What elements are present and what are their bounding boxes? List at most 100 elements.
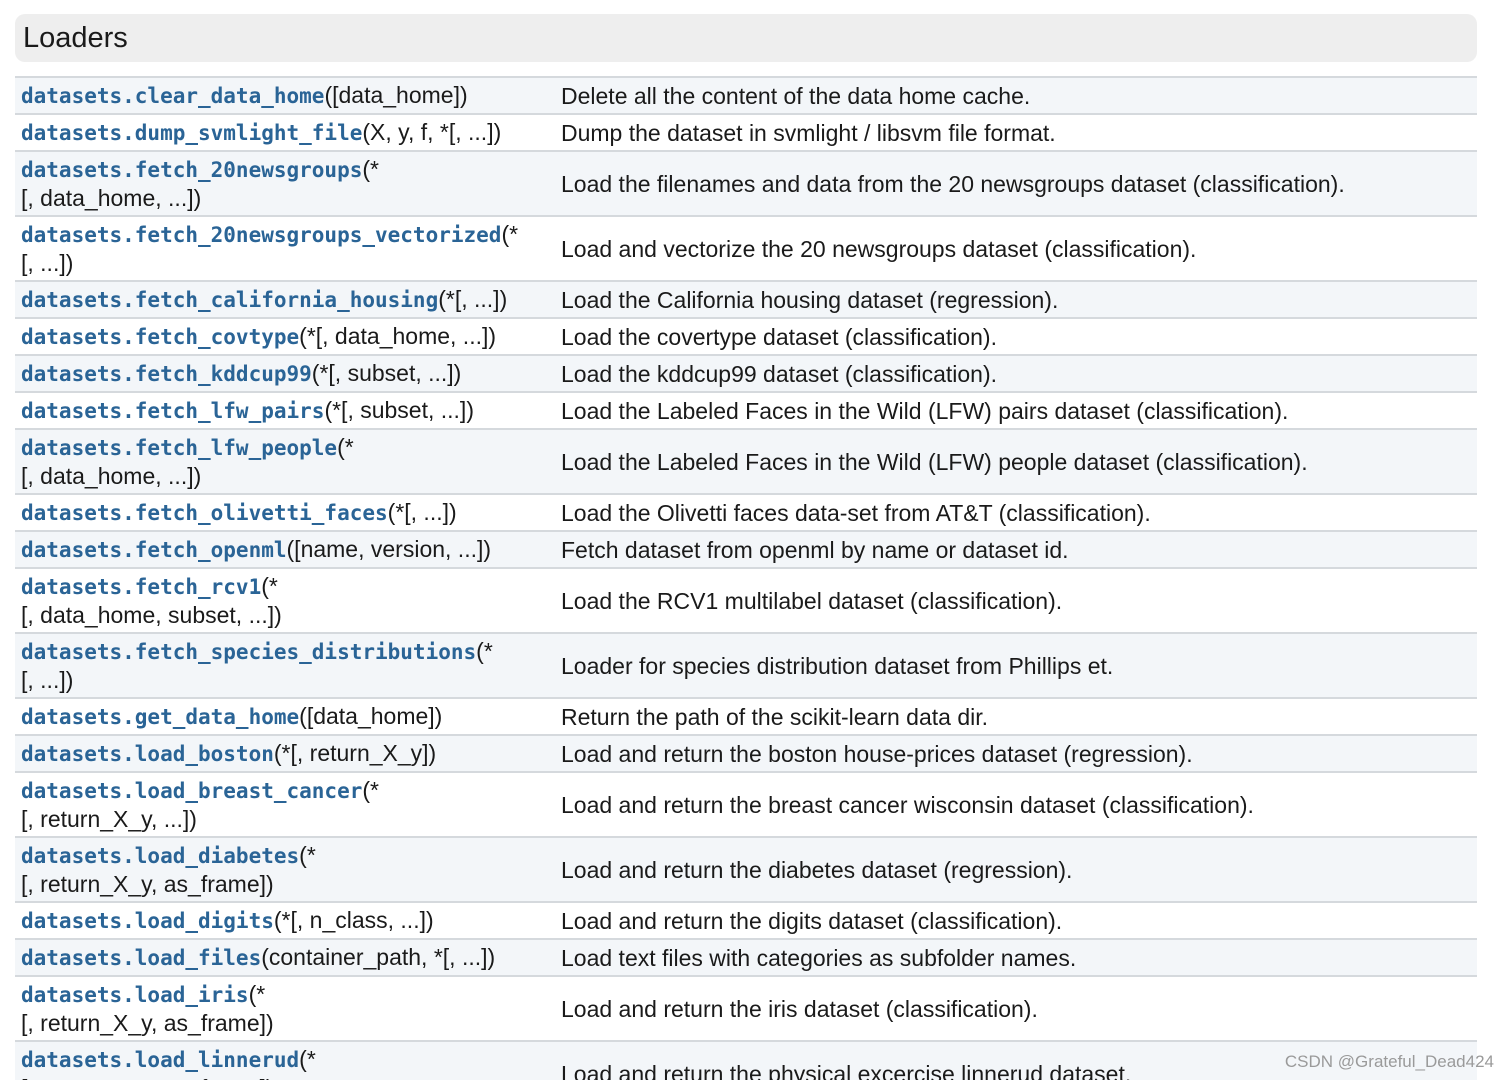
function-signature: datasets.get_data_home([data_home]): [15, 698, 553, 735]
function-link[interactable]: datasets.load_iris: [21, 983, 249, 1007]
function-args: (X, y, f, *[, ...]): [362, 119, 502, 145]
function-signature: datasets.fetch_20newsgroups(* [, data_hom…: [15, 151, 553, 216]
function-link[interactable]: datasets.fetch_20newsgroups: [21, 158, 363, 182]
function-signature: datasets.fetch_olivetti_faces(*[, ...]): [15, 494, 553, 531]
function-signature: datasets.fetch_openml([name, version, ..…: [15, 531, 553, 568]
function-link[interactable]: datasets.fetch_california_housing: [21, 288, 439, 312]
function-signature: datasets.fetch_lfw_pairs(*[, subset, ...…: [15, 392, 553, 429]
table-row: datasets.load_iris(*[, return_X_y, as_fr…: [15, 976, 1477, 1041]
function-link[interactable]: datasets.fetch_lfw_pairs: [21, 399, 325, 423]
function-description: Load the RCV1 multilabel dataset (classi…: [561, 587, 1063, 614]
function-link[interactable]: datasets.load_files: [21, 946, 262, 970]
function-description: Load and return the iris dataset (classi…: [561, 995, 1038, 1022]
function-link[interactable]: datasets.clear_data_home: [21, 84, 325, 108]
table-row: datasets.load_linnerud(* [, return_X_y, a…: [15, 1041, 1477, 1080]
function-link[interactable]: datasets.dump_svmlight_file: [21, 121, 363, 145]
function-description: Load the kddcup99 dataset (classificatio…: [561, 360, 997, 387]
function-args-continued: [, data_home, ...]): [21, 185, 202, 211]
table-row: datasets.fetch_20newsgroups_vectorized(*…: [15, 216, 1477, 281]
function-link[interactable]: datasets.load_digits: [21, 909, 274, 933]
function-link[interactable]: datasets.load_diabetes: [21, 844, 300, 868]
function-signature: datasets.fetch_california_housing(*[, ..…: [15, 281, 553, 318]
function-args: (*: [248, 981, 266, 1007]
function-args: (*: [362, 777, 379, 803]
function-args-continued: [, return_X_y, ...]): [21, 806, 197, 832]
table-row: datasets.fetch_california_housing(*[, ..…: [15, 281, 1477, 318]
function-link[interactable]: datasets.load_boston: [21, 742, 274, 766]
function-args-continued: [, ...]): [21, 667, 74, 693]
watermark: CSDN @Grateful_Dead424: [1284, 1052, 1494, 1071]
function-description: Load and return the physical excercise l…: [561, 1060, 1132, 1080]
function-link[interactable]: datasets.load_breast_cancer: [21, 779, 363, 803]
function-args: (*: [299, 1046, 316, 1072]
function-description: Loader for species distribution dataset …: [561, 652, 1114, 679]
function-signature: datasets.clear_data_home([data_home]): [15, 77, 553, 114]
loaders-table: datasets.clear_data_home([data_home])Del…: [15, 76, 1477, 1080]
table-row: datasets.fetch_rcv1(*[, data_home, subse…: [15, 568, 1477, 633]
table-row: datasets.fetch_species_distributions(* [,…: [15, 633, 1477, 698]
function-link[interactable]: datasets.get_data_home: [21, 705, 300, 729]
table-row: datasets.dump_svmlight_file(X, y, f, *[,…: [15, 114, 1477, 151]
function-link[interactable]: datasets.load_linnerud: [21, 1048, 300, 1072]
function-args-continued: [, return_X_y, as_frame]): [21, 871, 274, 897]
function-args: (*[, ...]): [387, 499, 457, 525]
function-args: ([data_home]): [324, 82, 468, 108]
table-row: datasets.fetch_lfw_pairs(*[, subset, ...…: [15, 392, 1477, 429]
function-signature: datasets.load_breast_cancer(* [, return_X…: [15, 772, 553, 837]
function-link[interactable]: datasets.fetch_olivetti_faces: [21, 501, 388, 525]
function-args-continued: [, data_home, subset, ...]): [21, 602, 282, 628]
function-description: Load and return the boston house-prices …: [561, 740, 1193, 767]
function-args: (*[, ...]): [438, 286, 508, 312]
function-args: ([data_home]): [299, 703, 443, 729]
function-signature: datasets.load_diabetes(*[, return_X_y, a…: [15, 837, 553, 902]
table-row: datasets.load_digits(*[, n_class, ...])L…: [15, 902, 1477, 939]
function-signature: datasets.load_iris(*[, return_X_y, as_fr…: [15, 976, 553, 1041]
function-args: (*[, return_X_y]): [273, 740, 437, 766]
function-args: (*: [362, 156, 379, 182]
function-signature: datasets.fetch_species_distributions(* [,…: [15, 633, 553, 698]
function-signature: datasets.fetch_kddcup99(*[, subset, ...]…: [15, 355, 553, 392]
function-signature: datasets.fetch_lfw_people(*[, data_home,…: [15, 429, 553, 494]
function-link[interactable]: datasets.fetch_species_distributions: [21, 640, 477, 664]
function-description: Load the filenames and data from the 20 …: [561, 170, 1345, 197]
function-args: (*[, subset, ...]): [311, 360, 462, 386]
function-description: Load the Labeled Faces in the Wild (LFW)…: [561, 448, 1308, 475]
function-description: Delete all the content of the data home …: [561, 82, 1031, 109]
table-row: datasets.fetch_kddcup99(*[, subset, ...]…: [15, 355, 1477, 392]
function-description: Return the path of the scikit-learn data…: [561, 703, 989, 730]
table-row: datasets.fetch_20newsgroups(* [, data_hom…: [15, 151, 1477, 216]
table-row: datasets.load_breast_cancer(* [, return_X…: [15, 772, 1477, 837]
function-signature: datasets.fetch_20newsgroups_vectorized(*…: [15, 216, 553, 281]
table-row: datasets.get_data_home([data_home]) Retur…: [15, 698, 1477, 735]
function-link[interactable]: datasets.fetch_lfw_people: [21, 436, 338, 460]
table-row: datasets.clear_data_home([data_home]) Del…: [15, 77, 1477, 114]
function-signature: datasets.dump_svmlight_file(X, y, f, *[,…: [15, 114, 553, 151]
loaders-table-body: datasets.clear_data_home([data_home])Del…: [15, 77, 1477, 1080]
function-signature: datasets.fetch_rcv1(*[, data_home, subse…: [15, 568, 553, 633]
function-args-continued: [, data_home, ...]): [21, 463, 202, 489]
function-description: Load the covertype dataset (classificati…: [561, 323, 997, 350]
function-description: Load text files with categories as subfo…: [561, 944, 1077, 971]
table-row: datasets.load_boston(*[, return_X_y]) Loa…: [15, 735, 1477, 772]
function-args: (*: [501, 221, 519, 247]
function-description: Load the California housing dataset (reg…: [561, 286, 1059, 313]
function-description: Load the Olivetti faces data-set from AT…: [561, 499, 1151, 526]
function-args-continued: [, return_X_y, as_frame]): [21, 1075, 274, 1080]
function-link[interactable]: datasets.fetch_20newsgroups_vectorized: [21, 223, 502, 247]
function-description: Dump the dataset in svmlight / libsvm fi…: [561, 119, 1056, 146]
function-args: (*[, subset, ...]): [324, 397, 474, 423]
function-link[interactable]: datasets.fetch_covtype: [21, 325, 300, 349]
function-description: Load the Labeled Faces in the Wild (LFW)…: [561, 397, 1289, 424]
function-link[interactable]: datasets.fetch_kddcup99: [21, 362, 312, 386]
table-row: datasets.fetch_openml([name, version, ..…: [15, 531, 1477, 568]
function-args-continued: [, ...]): [21, 250, 74, 276]
function-signature: datasets.fetch_covtype(*[, data_home, ..…: [15, 318, 553, 355]
function-link[interactable]: datasets.fetch_rcv1: [21, 575, 262, 599]
function-args: (*: [476, 638, 493, 664]
section-header: Loaders: [15, 14, 1477, 62]
function-args: ([name, version, ...]): [286, 536, 492, 562]
function-link[interactable]: datasets.fetch_openml: [21, 538, 287, 562]
function-args: (*[, data_home, ...]): [299, 323, 497, 349]
function-signature: datasets.load_digits(*[, n_class, ...]): [15, 902, 553, 939]
